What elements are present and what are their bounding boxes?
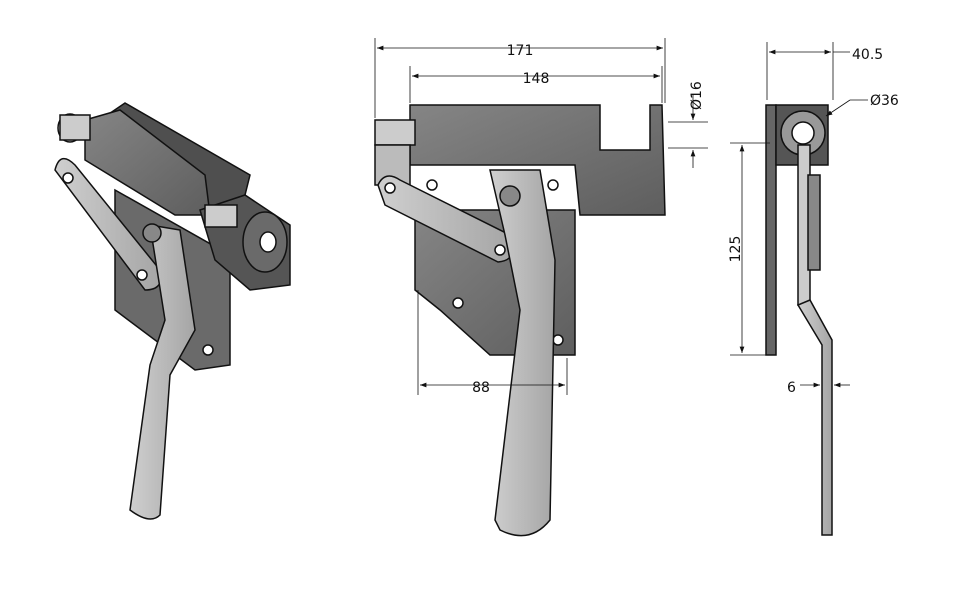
dim-88: 88 <box>472 380 490 396</box>
dim-6: 6 <box>787 380 796 396</box>
dim-125: 125 <box>728 236 744 263</box>
front-view <box>374 104 666 537</box>
side-view <box>765 104 833 536</box>
isometric-view <box>54 102 291 520</box>
dim-148: 148 <box>523 71 550 87</box>
dim-head-diameter: Ø36 <box>870 93 899 109</box>
dimensions: 171 148 Ø16 88 40.5 Ø36 125 6 <box>374 38 899 396</box>
dim-pin-diameter: Ø16 <box>689 81 705 110</box>
dim-40-5: 40.5 <box>852 47 883 63</box>
dim-171: 171 <box>507 43 534 59</box>
